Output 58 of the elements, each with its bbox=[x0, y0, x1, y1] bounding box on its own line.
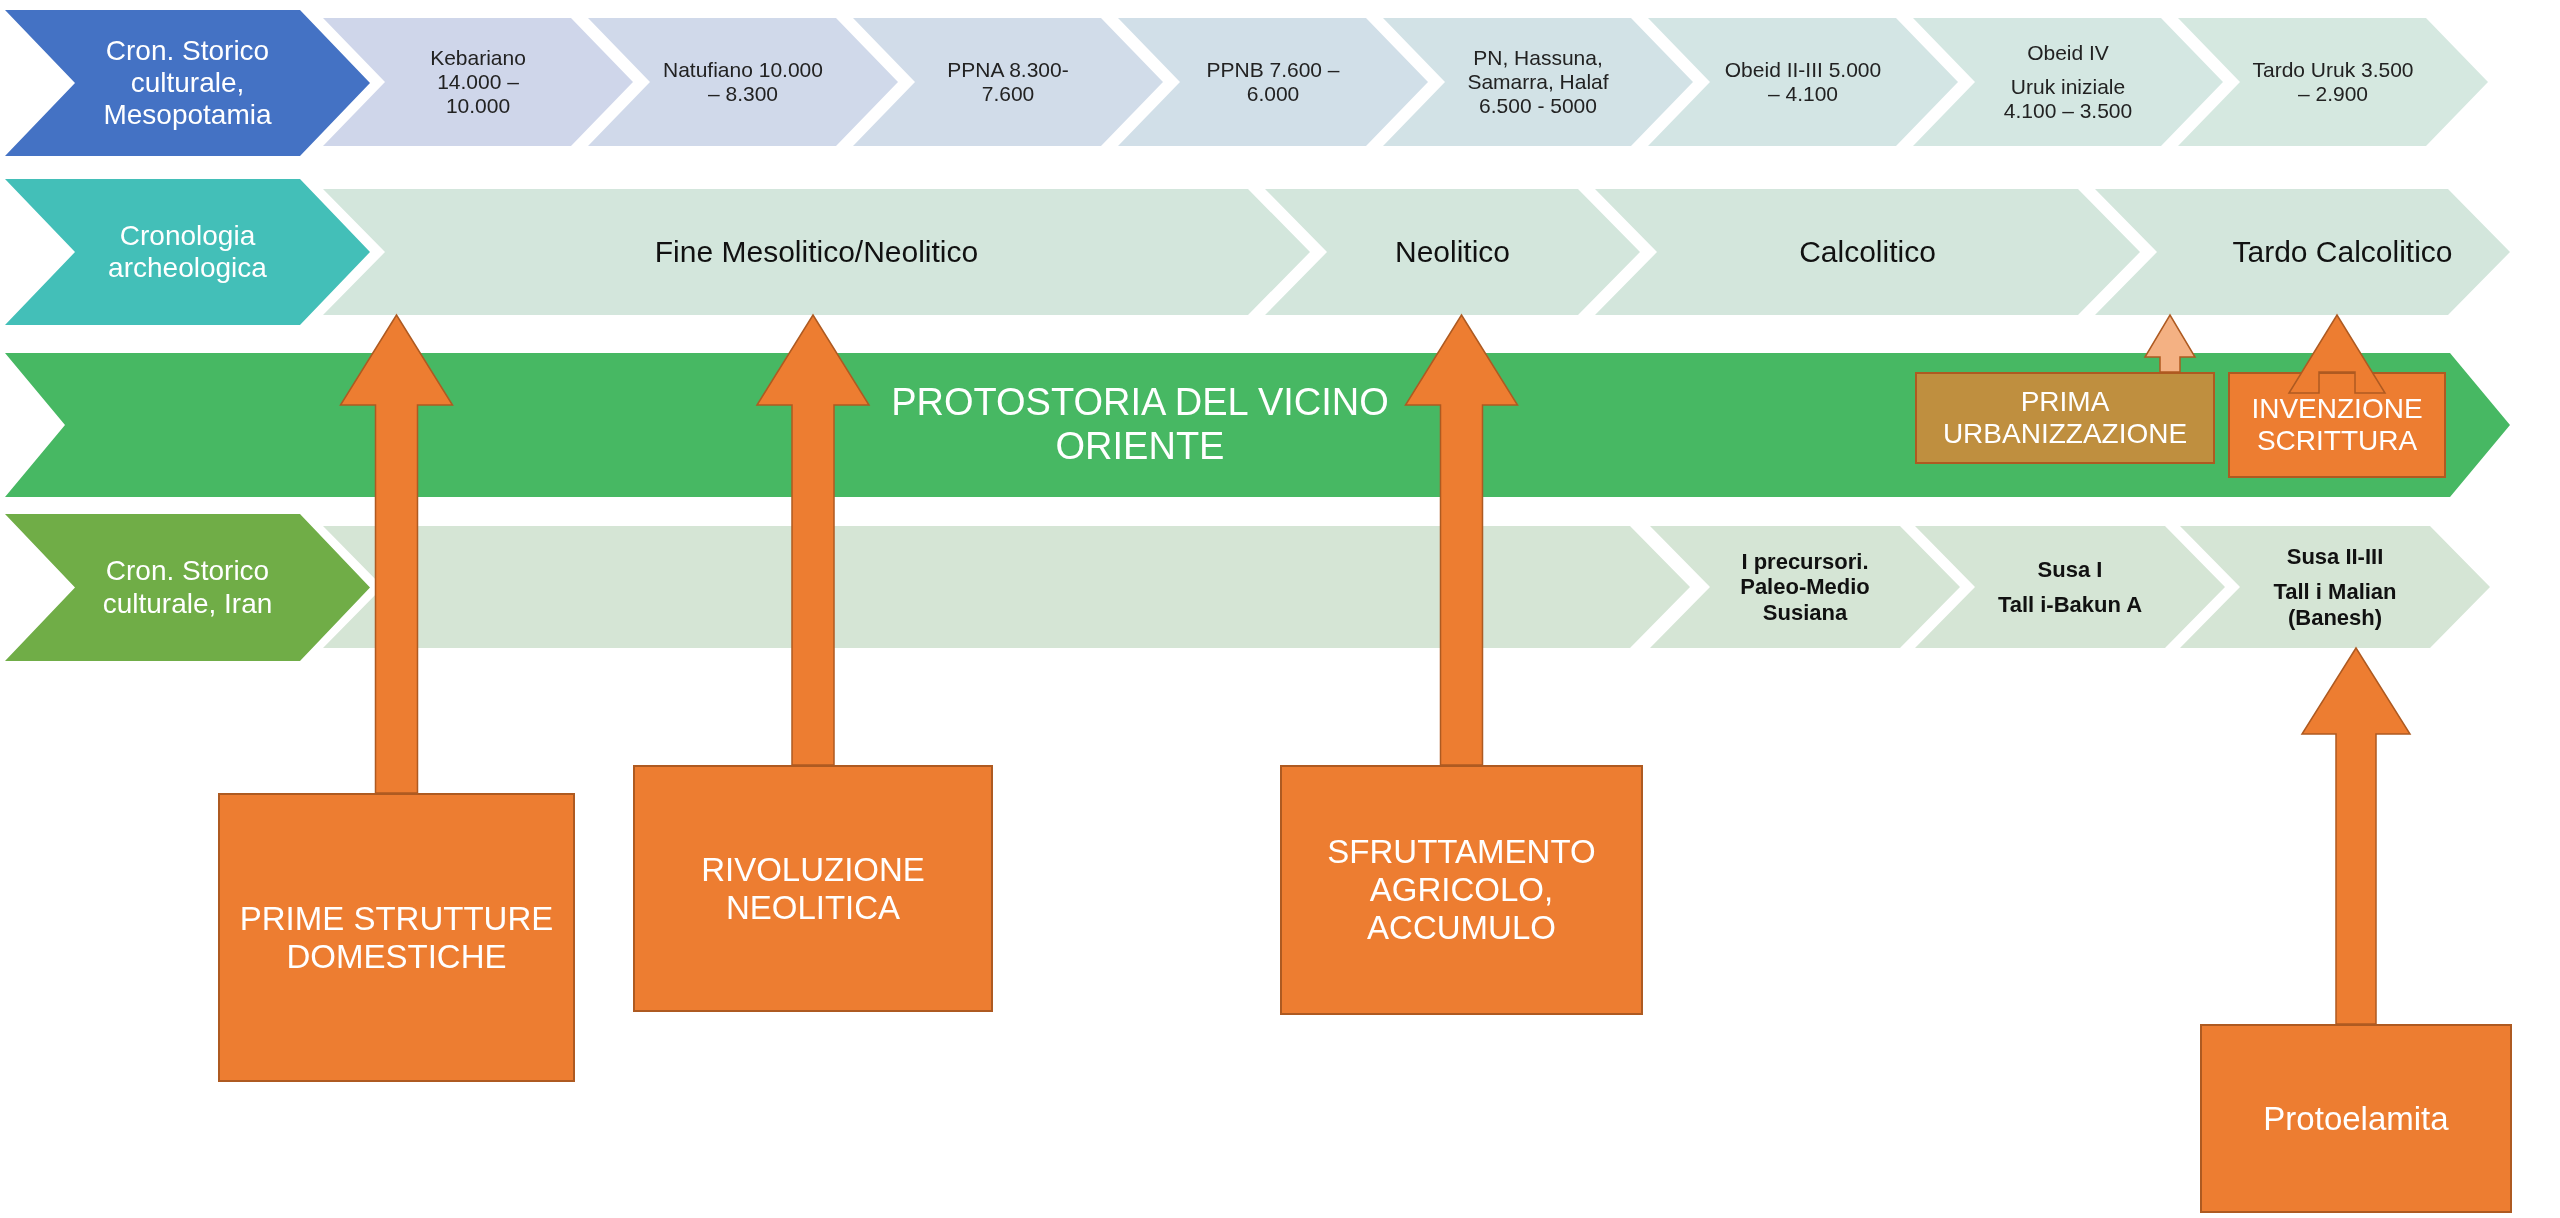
row-header-label: Cron. Storico culturale, Iran bbox=[101, 555, 274, 620]
period-label: Natufiano 10.000 – 8.300 bbox=[662, 57, 824, 107]
period-label: Tardo Uruk 3.500 – 2.900 bbox=[2251, 57, 2415, 107]
timeline-segment bbox=[1913, 18, 2223, 146]
row-header-segment bbox=[5, 10, 370, 156]
band-label: PROTOSTORIA DEL VICINO ORIENTE bbox=[890, 381, 1390, 469]
period-label: Fine Mesolitico/Neolitico bbox=[654, 234, 979, 270]
period-label: PN, Hassuna, Samarra, Halaf 6.500 - 5000 bbox=[1466, 45, 1610, 119]
period-label: Calcolitico bbox=[1799, 234, 1936, 270]
timeline-segment bbox=[2095, 189, 2510, 315]
callout-text: INVENZIONE SCRITTURA bbox=[2250, 392, 2424, 458]
timeline-segment bbox=[1650, 526, 1960, 648]
timeline-segment bbox=[588, 18, 898, 146]
callout-box bbox=[633, 765, 993, 1012]
row-header-segment bbox=[5, 179, 370, 325]
row-header-label: Cron. Storico culturale, Mesopotamia bbox=[102, 34, 273, 132]
period-label: PPNB 7.600 – 6.000 bbox=[1205, 57, 1341, 107]
callout-text: SFRUTTAMENTO AGRICOLO, ACCUMULO bbox=[1326, 833, 1597, 947]
timeline-segment bbox=[1595, 189, 2140, 315]
callout-box bbox=[2228, 372, 2446, 478]
block-arrow bbox=[2143, 313, 2197, 373]
era-band bbox=[5, 353, 2510, 497]
period-label: Kebariano 14.000 – 10.000 bbox=[429, 45, 527, 119]
callout-text: PRIME STRUTTURE DOMESTICHE bbox=[238, 899, 555, 976]
period-label: I precursori. Paleo-Medio Susiana bbox=[1739, 549, 1871, 625]
row-header-segment bbox=[5, 514, 370, 661]
callout-text: Protoelamita bbox=[2263, 1099, 2449, 1138]
period-label: PPNA 8.300- 7.600 bbox=[946, 57, 1070, 107]
timeline-segment bbox=[1383, 18, 1693, 146]
period-label: Susa II-III bbox=[2286, 544, 2384, 570]
block-arrow bbox=[1404, 313, 1519, 766]
period-label: Neolitico bbox=[1394, 234, 1511, 270]
timeline-segment bbox=[853, 18, 1163, 146]
callout-text: RIVOLUZIONE NEOLITICA bbox=[700, 850, 926, 927]
callout-box bbox=[1280, 765, 1643, 1015]
timeline-segment bbox=[2178, 18, 2488, 146]
timeline-segment bbox=[323, 18, 633, 146]
timeline-segment bbox=[1118, 18, 1428, 146]
timeline-segment bbox=[1265, 189, 1640, 315]
block-arrow bbox=[339, 313, 454, 794]
period-label: Tardo Calcolitico bbox=[2232, 234, 2453, 270]
timeline-segment bbox=[1648, 18, 1958, 146]
callout-box bbox=[218, 793, 575, 1082]
period-label: Tall i-Bakun A bbox=[1997, 592, 2143, 618]
period-label: Tall i Malian (Banesh) bbox=[2272, 579, 2398, 630]
block-arrow bbox=[2300, 646, 2412, 1025]
period-label: Susa I bbox=[2037, 556, 2103, 582]
callout-box bbox=[1915, 372, 2215, 464]
period-label: Obeid II-III 5.000 – 4.100 bbox=[1723, 57, 1883, 107]
callout-text: PRIMA URBANIZZAZIONE bbox=[1941, 385, 2189, 451]
period-label: Obeid IV bbox=[2027, 40, 2109, 65]
timeline-segment bbox=[1915, 526, 2225, 648]
row-header-label: Cronologia archeologica bbox=[107, 219, 268, 285]
timeline-segment bbox=[2180, 526, 2490, 648]
callout-box bbox=[2200, 1024, 2512, 1213]
block-arrow bbox=[755, 313, 871, 766]
period-label: Uruk iniziale 4.100 – 3.500 bbox=[2002, 74, 2134, 124]
block-arrow bbox=[2287, 313, 2387, 394]
